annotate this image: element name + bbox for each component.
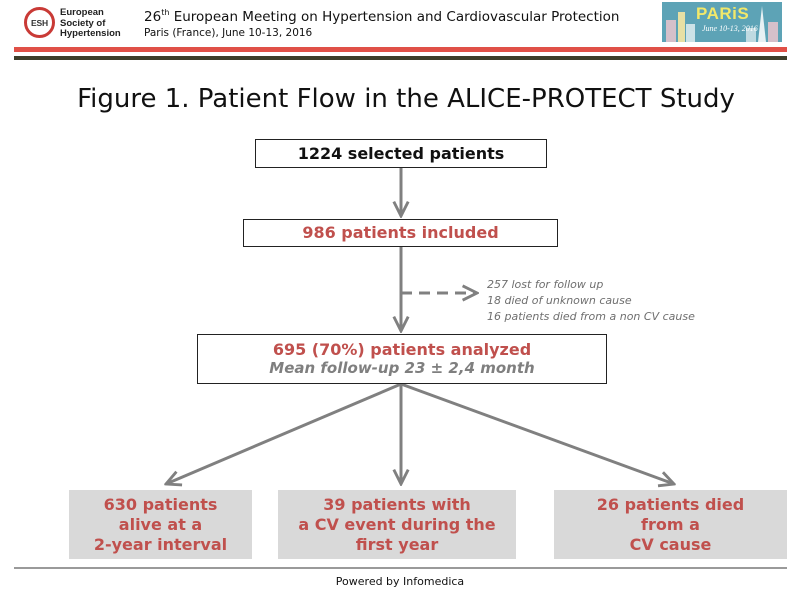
outcome-line: 2-year interval: [93, 535, 228, 554]
esh-logo-text: ESH: [31, 17, 48, 28]
outcome-line: 39 patients with: [323, 495, 471, 514]
arrow-to-outcome-cv-death: [400, 382, 674, 484]
outcome-line: 26 patients died: [596, 495, 745, 514]
outcome-line: 630 patients: [103, 495, 218, 514]
org-name-line: European: [60, 7, 104, 18]
header-divider-red: [14, 47, 787, 52]
outcome-line: from a: [641, 515, 700, 534]
exclusion-item: 257 lost for follow up: [487, 278, 604, 291]
esh-logo-icon: ESH: [24, 7, 55, 38]
meeting-title: 26th European Meeting on Hypertension an…: [144, 8, 620, 25]
meeting-title-text: European Meeting on Hypertension and Car…: [169, 9, 620, 25]
analyzed-count: 695 (70%) patients analyzed: [272, 340, 532, 359]
organization-name: European Society of Hypertension: [60, 7, 121, 40]
header-divider-dark: [14, 56, 787, 60]
org-name-line: Hypertension: [60, 28, 121, 39]
org-name-line: Society of: [60, 17, 106, 29]
meeting-ordinal: 26: [144, 9, 162, 25]
arrow-to-outcome-alive: [166, 382, 402, 484]
node-selected-patients: 1224 selected patients: [255, 139, 547, 168]
paris-banner-dates: June 10-13, 2016: [702, 24, 758, 33]
outcome-line: alive at a: [118, 515, 203, 534]
figure-title: Figure 1. Patient Flow in the ALICE-PROT…: [77, 84, 735, 114]
meeting-ordinal-suffix: th: [161, 8, 170, 17]
exclusions-list: 257 lost for follow up 18 died of unknow…: [487, 277, 695, 325]
paris-banner-title: PARiS: [696, 4, 750, 23]
paris-banner-image: PARiS June 10-13, 2016: [662, 2, 782, 42]
outcome-line: CV cause: [629, 535, 712, 554]
exclusion-item: 16 patients died from a non CV cause: [487, 310, 695, 323]
node-analyzed-patients: 695 (70%) patients analyzed Mean follow-…: [197, 334, 607, 384]
outcome-cv-death: 26 patients died from a CV cause: [554, 490, 787, 559]
outcome-alive: 630 patients alive at a 2-year interval: [69, 490, 252, 559]
outcome-line: first year: [355, 535, 439, 554]
followup-duration: Mean follow-up 23 ± 2,4 month: [269, 359, 535, 377]
meeting-venue: Paris (France), June 10-13, 2016: [144, 27, 313, 39]
footer-divider: [14, 567, 787, 569]
outcome-line: a CV event during the: [298, 515, 496, 534]
footer-credit: Powered by Infomedica: [335, 575, 465, 588]
paris-skyline-icon: [662, 2, 782, 42]
exclusion-item: 18 died of unknown cause: [487, 294, 632, 307]
node-included-patients: 986 patients included: [243, 219, 558, 247]
outcome-cv-event: 39 patients with a CV event during the f…: [278, 490, 516, 559]
